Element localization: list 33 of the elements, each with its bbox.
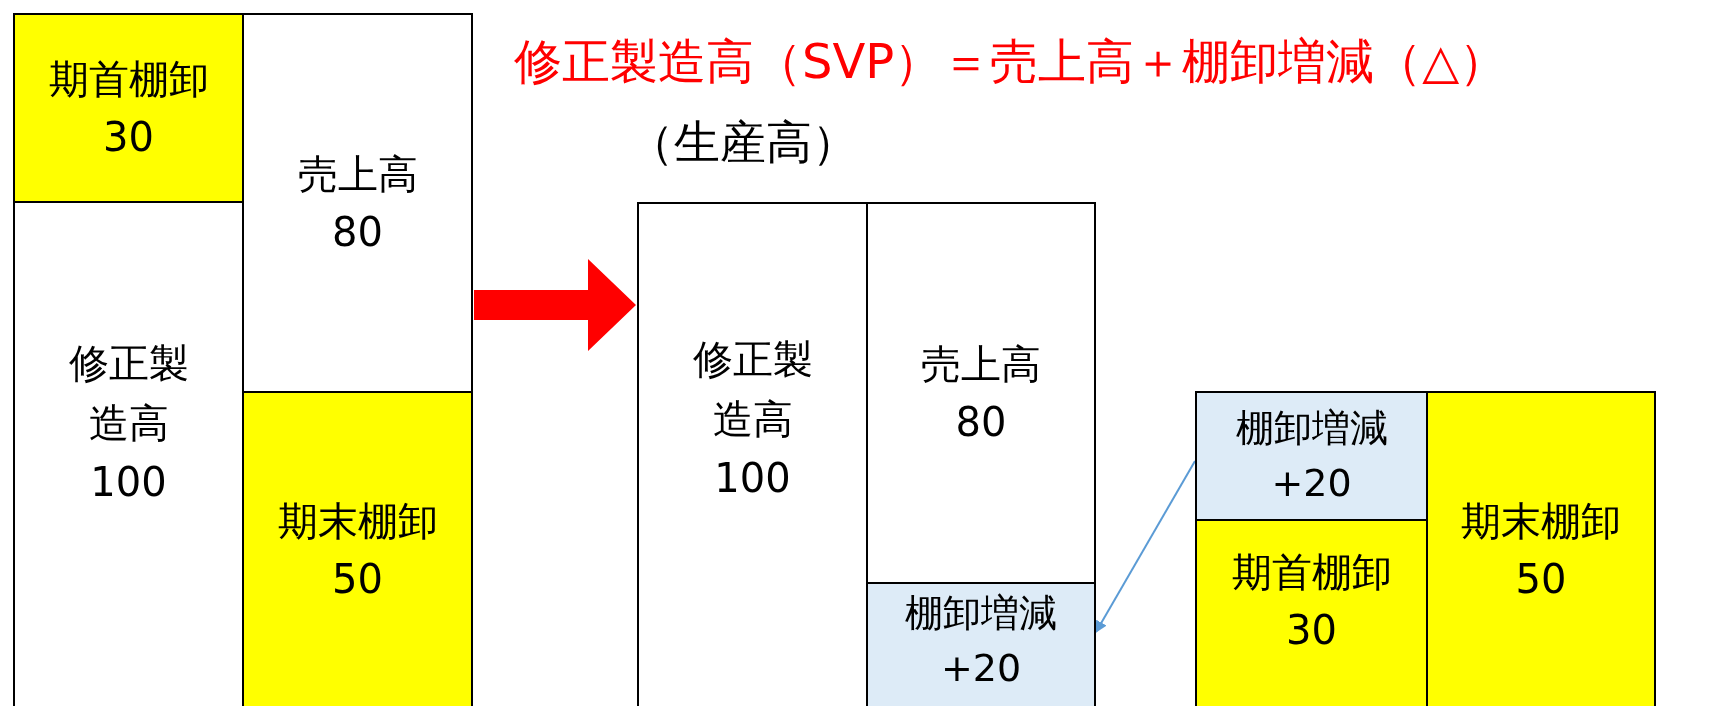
table-cell — [242, 13, 473, 393]
table-cell — [637, 202, 868, 706]
cell-label: 棚卸増減 — [905, 590, 1057, 637]
table-cell — [13, 13, 244, 203]
block-arrow — [474, 259, 636, 351]
table-cell — [866, 582, 1096, 706]
cell-value: 80 — [332, 208, 383, 257]
cell-label: 期首棚卸 — [48, 55, 209, 104]
arrow — [1095, 460, 1196, 634]
annotation-text: （生産高） — [628, 114, 858, 171]
table-cell — [1195, 391, 1428, 521]
cell-value: +20 — [1271, 460, 1352, 507]
cell-label: 修正製造高 — [691, 335, 814, 444]
cell-label: 期末棚卸 — [1461, 496, 1621, 546]
cell-value: 100 — [90, 458, 167, 507]
cell-label: 期首棚卸 — [1231, 548, 1392, 597]
cell-value: 50 — [332, 554, 383, 604]
cell-label: 修正製造高 — [67, 339, 190, 448]
cell-value: +20 — [940, 645, 1022, 693]
cell-value: 80 — [955, 398, 1007, 447]
table-cell — [1195, 519, 1428, 706]
table-cell — [866, 202, 1096, 584]
cell-value: 30 — [103, 113, 154, 162]
cell-value: 30 — [1286, 606, 1337, 655]
cell-label: 棚卸増減 — [1235, 404, 1388, 452]
title: 修正製造高（SVP）＝売上高＋棚卸増減（△） — [514, 32, 1508, 91]
cell-label: 売上高 — [297, 150, 418, 199]
table-cell — [1426, 391, 1656, 706]
cell-value: 50 — [1515, 554, 1567, 604]
table-cell — [242, 391, 473, 706]
cell-label: 期末棚卸 — [277, 496, 438, 546]
cell-label: 売上高 — [921, 340, 1041, 389]
cell-value: 100 — [714, 454, 791, 503]
